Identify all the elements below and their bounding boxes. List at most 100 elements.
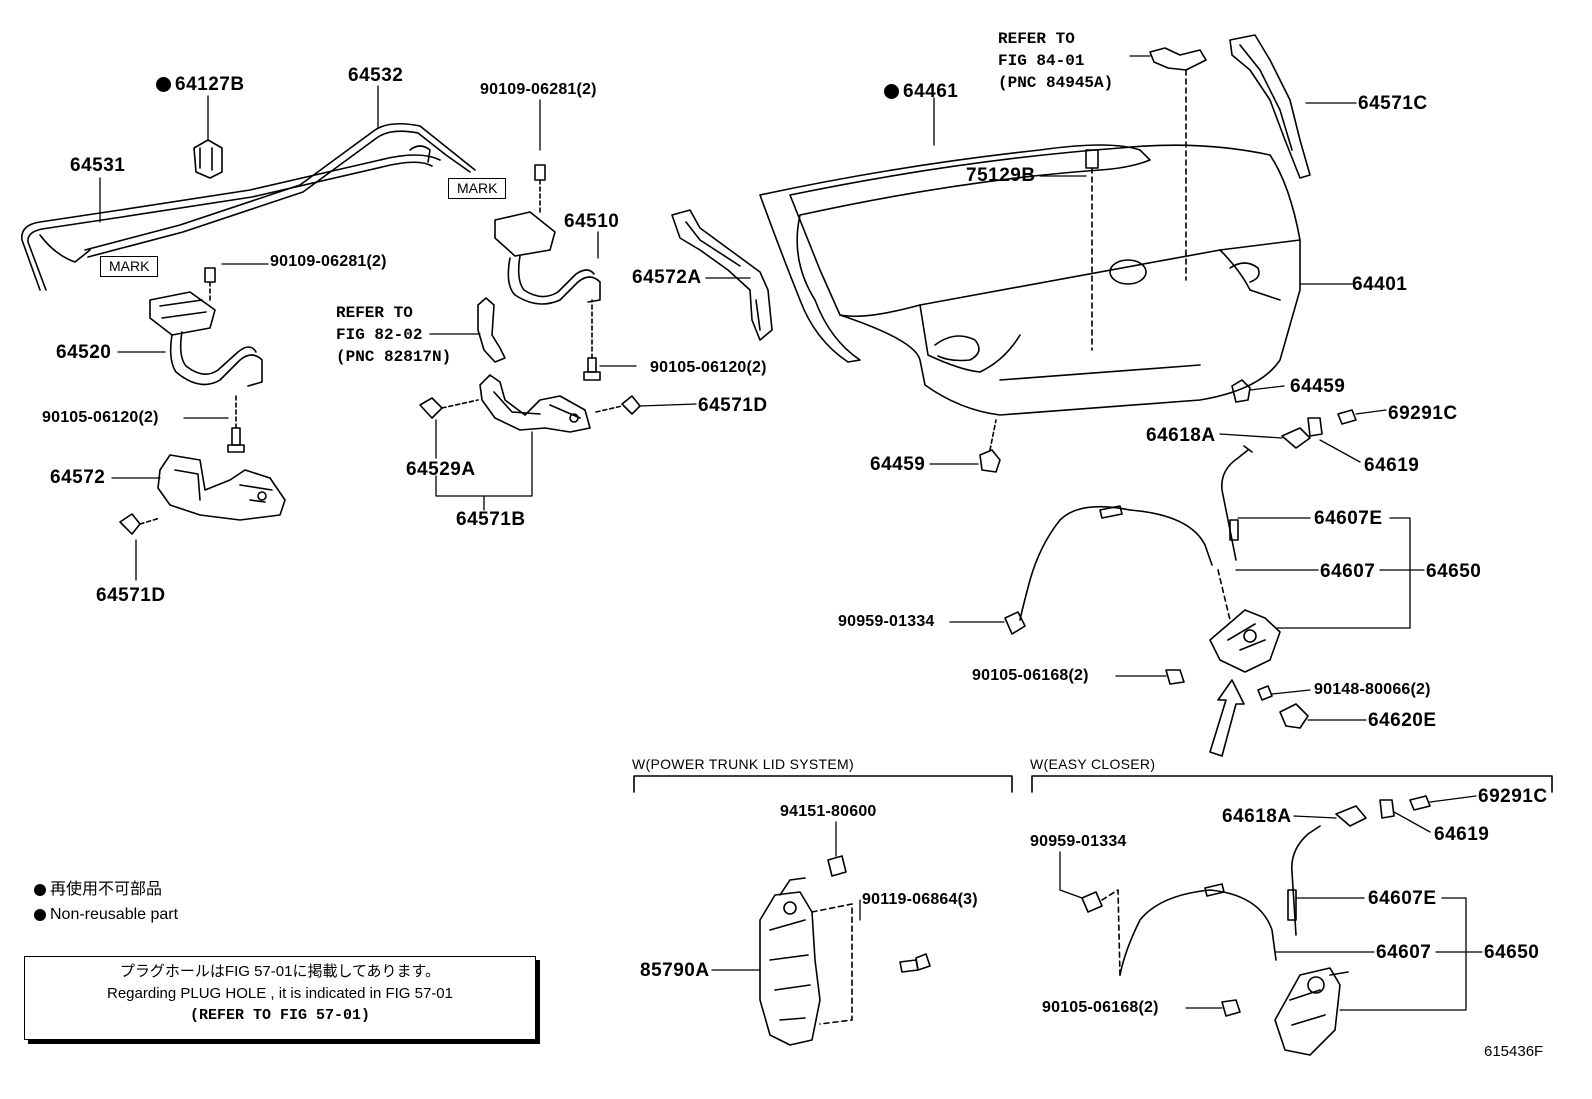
label-64619-a: 64619 bbox=[1364, 455, 1420, 476]
label-64607-a: 64607 bbox=[1320, 561, 1376, 582]
note-jp: プラグホールはFIG 57-01に掲載してあります。 bbox=[119, 963, 441, 980]
bolt-90105-06168-bottom bbox=[1221, 999, 1241, 1017]
part-64571C bbox=[1229, 34, 1311, 179]
section-bracket-easy bbox=[1031, 775, 1553, 793]
bolt-90119 bbox=[899, 953, 931, 973]
refer-fig-84-01: REFER TO FIG 84-01 (PNC 84945A) bbox=[998, 30, 1114, 92]
label-64532: 64532 bbox=[348, 65, 404, 86]
connector-69291C-top bbox=[1337, 409, 1357, 425]
label-64571D-a: 64571D bbox=[96, 585, 166, 606]
section-bracket-power bbox=[633, 775, 1013, 793]
bracket-64618A-bottom bbox=[1335, 805, 1367, 827]
bolt-90105-left bbox=[227, 394, 245, 453]
label-64572A: 64572A bbox=[632, 267, 702, 288]
trunk-lid-64401 bbox=[789, 144, 1301, 416]
label-64619-b: 64619 bbox=[1434, 824, 1490, 845]
legend-en: Non-reusable part bbox=[34, 907, 178, 923]
label-64459-b: 64459 bbox=[870, 454, 926, 475]
bracket-64572 bbox=[157, 454, 286, 521]
label-69291C-a: 69291C bbox=[1388, 403, 1458, 424]
label-64607E-b: 64607E bbox=[1368, 888, 1437, 909]
label-64620E: 64620E bbox=[1368, 710, 1437, 731]
part-84945A bbox=[1149, 47, 1207, 281]
switch-64619-top bbox=[1307, 417, 1323, 437]
label-64127B: 64127B bbox=[156, 75, 245, 94]
label-64531: 64531 bbox=[70, 155, 126, 176]
clip-64127B bbox=[193, 139, 223, 179]
leader-lines bbox=[99, 55, 1483, 1011]
bushing-94151 bbox=[827, 855, 847, 877]
bumper-64459-top bbox=[1231, 379, 1251, 403]
clip-90959-bottom bbox=[1081, 889, 1121, 977]
label-64618A-b: 64618A bbox=[1222, 806, 1292, 827]
torsion-bar-64532 bbox=[84, 122, 476, 258]
section-title-power-trunk: W(POWER TRUNK LID SYSTEM) bbox=[632, 756, 854, 772]
label-90105-06168-b: 90105-06168(2) bbox=[1042, 999, 1159, 1016]
label-64571C: 64571C bbox=[1358, 93, 1428, 114]
label-69291C-b: 69291C bbox=[1478, 786, 1548, 807]
part-82817N bbox=[477, 297, 506, 363]
latch-64650-bottom bbox=[1274, 967, 1349, 1056]
label-90105-06168-a: 90105-06168(2) bbox=[972, 667, 1089, 684]
hinge-64510 bbox=[494, 164, 601, 305]
clip-64571D-left bbox=[119, 513, 161, 535]
label-64529A: 64529A bbox=[406, 459, 476, 480]
label-64510: 64510 bbox=[564, 211, 620, 232]
connector-69291C-bottom bbox=[1409, 795, 1431, 811]
label-64401: 64401 bbox=[1352, 274, 1408, 295]
note-en: Regarding PLUG HOLE , it is indicated in… bbox=[107, 985, 453, 1002]
refer-fig-82-02: REFER TO FIG 82-02 (PNC 82817N) bbox=[336, 304, 452, 366]
note-ref: (REFER TO FIG 57-01) bbox=[189, 1007, 371, 1024]
arm-64571B bbox=[479, 374, 591, 433]
label-90109-06281-a: 90109-06281(2) bbox=[480, 81, 597, 98]
label-64618A-a: 64618A bbox=[1146, 425, 1216, 446]
cable-64607-top bbox=[1019, 505, 1213, 621]
clip-90959-top bbox=[1004, 611, 1026, 635]
bumper-64529A bbox=[419, 397, 479, 419]
latch-64650-top bbox=[1209, 569, 1281, 673]
figure-id: 615436F bbox=[1484, 1043, 1544, 1060]
actuator-85790A bbox=[759, 877, 853, 1046]
switch-64619-bottom bbox=[1379, 799, 1395, 819]
bolt-90105-06168-top bbox=[1165, 669, 1185, 685]
label-64571B: 64571B bbox=[456, 509, 526, 530]
label-94151-80600: 94151-80600 bbox=[780, 803, 877, 820]
label-90105-06120-a: 90105-06120(2) bbox=[42, 409, 159, 426]
label-64571D-b: 64571D bbox=[698, 395, 768, 416]
hinge-64520 bbox=[149, 267, 263, 387]
cable-64607-bottom bbox=[1119, 883, 1277, 976]
label-90109-06281-b: 90109-06281(2) bbox=[270, 253, 387, 270]
mark-box-left: MARK bbox=[100, 256, 159, 278]
cable-64607E-bottom bbox=[1287, 825, 1321, 936]
label-64607E-a: 64607E bbox=[1314, 508, 1383, 529]
label-85790A: 85790A bbox=[640, 960, 710, 981]
label-64459-a: 64459 bbox=[1290, 376, 1346, 397]
bolt-90148 bbox=[1257, 685, 1273, 701]
label-90119-06864: 90119-06864(3) bbox=[862, 891, 978, 908]
mark-box-center: MARK bbox=[448, 178, 507, 200]
plug-75129B bbox=[1085, 149, 1099, 351]
section-title-easy-closer: W(EASY CLOSER) bbox=[1030, 756, 1156, 772]
weatherstrip-64461 bbox=[759, 144, 1151, 363]
label-64650-a: 64650 bbox=[1426, 561, 1482, 582]
torsion-bar-64531 bbox=[21, 154, 441, 291]
arrow-indicator bbox=[1209, 679, 1245, 757]
clip-64571D-center bbox=[595, 395, 641, 415]
bracket-64618A-top bbox=[1281, 427, 1311, 449]
bracket-64572A bbox=[671, 209, 773, 341]
label-90959-01334-b: 90959-01334 bbox=[1030, 833, 1127, 850]
label-90105-06120-b: 90105-06120(2) bbox=[650, 359, 767, 376]
label-64520: 64520 bbox=[56, 342, 112, 363]
label-75129B: 75129B bbox=[966, 165, 1036, 186]
label-90148-80066: 90148-80066(2) bbox=[1314, 681, 1431, 698]
label-64607-b: 64607 bbox=[1376, 942, 1432, 963]
label-64572: 64572 bbox=[50, 467, 106, 488]
legend-jp: 再使用不可部品 bbox=[34, 882, 162, 898]
label-64461: 64461 bbox=[884, 82, 958, 101]
bumper-64459-bottom bbox=[979, 419, 1001, 473]
label-64650-b: 64650 bbox=[1484, 942, 1540, 963]
bolt-90105-center bbox=[583, 299, 601, 381]
cable-64607E-top bbox=[1221, 445, 1253, 561]
label-90959-01334-a: 90959-01334 bbox=[838, 613, 935, 630]
